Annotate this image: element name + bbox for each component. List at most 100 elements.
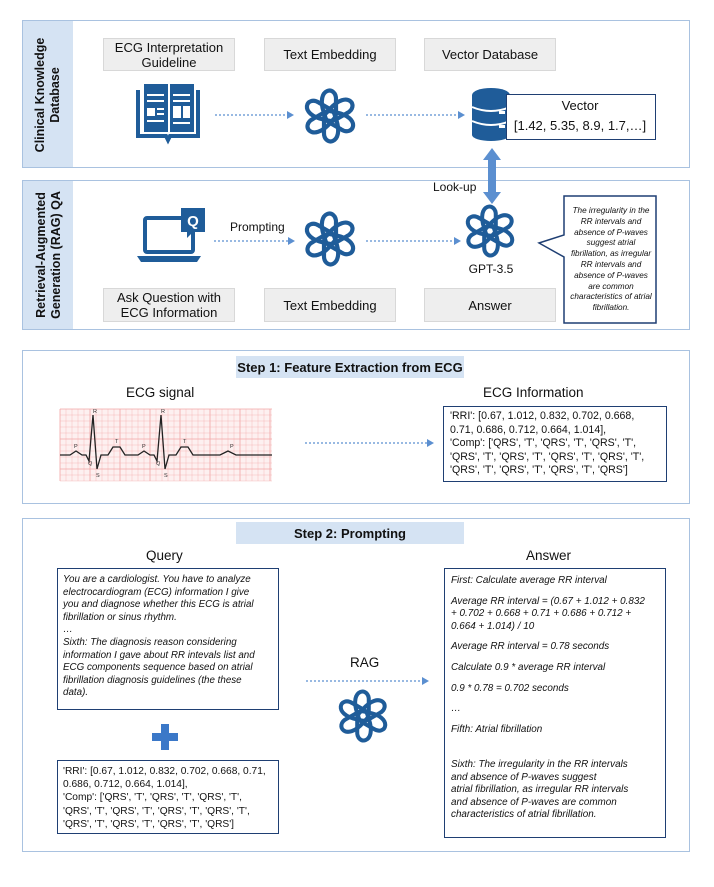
answer-line: 0.9 * 0.78 = 0.702 seconds: [451, 682, 569, 694]
ask-question-box: Ask Question with ECG Information: [103, 288, 235, 322]
lookup-double-arrow: [483, 148, 501, 204]
answer-final-line: atrial fibrillation, as irregular RR int…: [451, 784, 629, 796]
ecg-information-box: 'RRI': [0.67, 1.012, 0.832, 0.702, 0.668…: [443, 406, 667, 482]
ecg-information-line: 'QRS', 'T', 'QRS', 'T', 'QRS', 'T', 'QRS…: [450, 464, 628, 477]
openai-knot-segment: [338, 699, 371, 722]
openai-knot-segment: [465, 214, 498, 237]
answer-line: Average RR interval = 0.78 seconds: [451, 641, 610, 653]
answer-paragraph: First: Calculate average RR interval: [451, 575, 645, 588]
step2-answer-label: Answer: [526, 548, 572, 563]
query-data-line: 'QRS', 'T', 'QRS', 'T', 'QRS', 'T', 'QRS…: [63, 818, 234, 830]
ask-question-label: Ask Question with ECG Information: [116, 290, 222, 320]
ecg-wave-letter: Q: [88, 461, 93, 467]
guideline-label: ECG Interpretation Guideline: [114, 39, 224, 70]
query-prompt-line: you and diagnose whether this ECG is atr…: [63, 599, 254, 611]
step2-title: Step 2: Prompting: [236, 522, 464, 544]
ecg-information-line: 'RRI': [0.67, 1.012, 0.832, 0.702, 0.668…: [450, 410, 635, 422]
database-icon: [471, 88, 511, 141]
answer-paragraph: …: [451, 703, 645, 716]
query-prompt-line: fibrillation or sinus rhythm.: [63, 611, 177, 623]
ecg-information-line: 0.71, 0.686, 0.712, 0.664, 1.014],: [450, 423, 607, 436]
answer-box-label: Answer: [468, 297, 512, 313]
query-data-box: 'RRI': [0.67, 1.012, 0.832, 0.702, 0.668…: [57, 760, 279, 834]
answer-paragraph: Fifth: Atrial fibrillation: [451, 724, 645, 737]
ecg-wave-letter: T: [183, 439, 187, 445]
arrow-query-to-answer: [306, 677, 429, 685]
answer-paragraph: Average RR interval = 0.78 seconds: [451, 641, 645, 654]
query-data-text: 'RRI': [0.67, 1.012, 0.832, 0.702, 0.668…: [63, 765, 266, 831]
answer-bubble-text: The irregularity in the RR intervals and…: [570, 206, 652, 313]
step2-answer-final: Sixth: The irregularity in the RR interv…: [451, 759, 628, 822]
ecg-information-text: 'RRI': [0.67, 1.012, 0.832, 0.702, 0.668…: [450, 410, 644, 478]
laptop-question-icon: Q: [137, 208, 205, 262]
answer-paragraph: 0.9 * 0.78 = 0.702 seconds: [451, 683, 645, 696]
query-prompt-line: data).: [63, 687, 89, 699]
vector-values: [1.42, 5.35, 8.9, 1.7,…]: [513, 118, 647, 133]
query-prompt-text: You are a cardiologist. You have to anal…: [63, 574, 255, 700]
ecg-signal-label: ECG signal: [126, 385, 195, 400]
vector-box: Vector [1.42, 5.35, 8.9, 1.7,…]: [506, 94, 656, 140]
answer-box: Answer: [424, 288, 556, 322]
ecg-wave-letter: P: [142, 444, 146, 450]
answer-line: First: Calculate average RR interval: [451, 575, 607, 586]
text-embedding-qa-label: Text Embedding: [283, 297, 377, 313]
answer-line: + 0.702 + 0.668 + 0.71 + 0.686 + 0.712 +: [451, 608, 632, 620]
answer-line: Fifth: Atrial fibrillation: [451, 723, 543, 735]
answer-final-line: and absence of P-waves suggest: [451, 771, 597, 783]
answer-final-line: and absence of P-waves are common: [451, 796, 617, 808]
query-prompt-line: Sixth: The diagnosis reason considering: [63, 636, 237, 648]
text-embedding-box-top: Text Embedding: [264, 38, 396, 71]
answer-bubble-shape: [537, 195, 657, 324]
query-prompt-line: fibrillation diagnosis guidelines (the t…: [63, 674, 242, 686]
vector-database-box: Vector Database: [424, 38, 556, 71]
vector-title: Vector: [561, 98, 599, 113]
openai-icon-embedding-top: [304, 88, 356, 144]
query-prompt-line: ECG components sequence based on atrial: [63, 662, 253, 674]
openai-icon-embedding-qa: [304, 211, 356, 267]
openai-knot-segment: [304, 221, 338, 245]
ecg-information-line: 'QRS', 'T', 'QRS', 'T', 'QRS', 'T', 'QRS…: [450, 450, 645, 463]
arrow-guideline-to-embedding: [215, 111, 294, 119]
answer-line: …: [451, 703, 461, 715]
answer-paragraph: Calculate 0.9 * average RR interval: [451, 662, 645, 675]
ecg-wave-letter: T: [115, 439, 119, 445]
query-data-line: 'QRS', 'T', 'QRS', 'T', 'QRS', 'T', 'QRS…: [63, 805, 250, 817]
prompting-label: Prompting: [230, 220, 285, 234]
query-data-line: 'RRI': [0.67, 1.012, 0.832, 0.702, 0.668…: [63, 766, 266, 777]
ecg-information-line: 'Comp': ['QRS', 'T', 'QRS', 'T', 'QRS', …: [450, 437, 637, 450]
ecg-wave-letter: R: [93, 409, 97, 415]
guideline-book-icon: [136, 84, 200, 145]
svg-text:Q: Q: [187, 213, 199, 230]
arrow-embedding-to-database: [366, 111, 465, 119]
ecg-information-label: ECG Information: [483, 385, 584, 400]
arrow-signal-to-info: [305, 439, 434, 447]
text-embedding-box-qa: Text Embedding: [264, 288, 396, 322]
clinical-knowledge-sidebar: [23, 21, 73, 167]
plus-icon: [152, 724, 178, 750]
arrow-embedding-to-gpt: [366, 237, 461, 245]
answer-line: 0.664 + 1.014) / 10: [451, 620, 535, 632]
answer-line: Calculate 0.9 * average RR interval: [451, 661, 606, 673]
query-prompt-line: electrocardiogram (ECG) information I gi…: [63, 586, 250, 598]
ecg-wave-letter: S: [164, 473, 168, 479]
rag-qa-sidebar: [23, 181, 73, 329]
query-prompt-line: …: [63, 624, 73, 636]
ecg-wave-letter: Q: [156, 461, 161, 467]
query-data-line: 'Comp': ['QRS', 'T', 'QRS', 'T', 'QRS', …: [63, 792, 242, 804]
rag-label: RAG: [350, 655, 380, 670]
answer-final-line: characteristics of atrial fibrillation.: [451, 809, 597, 821]
ecg-wave-letter: S: [96, 473, 100, 479]
arrow-laptop-to-embedding: [214, 237, 295, 245]
ecg-wave-letter: P: [230, 444, 234, 450]
vector-database-label: Vector Database: [441, 47, 539, 62]
answer-final-line: Sixth: The irregularity in the RR interv…: [451, 759, 628, 770]
guideline-box: ECG Interpretation Guideline: [103, 38, 235, 71]
query-prompt-box: You are a cardiologist. You have to anal…: [57, 568, 279, 710]
lookup-label: Look-up: [433, 180, 477, 194]
query-prompt-line: You are a cardiologist. You have to anal…: [63, 574, 251, 585]
answer-paragraph: Average RR interval = (0.67 + 1.012 + 0.…: [451, 596, 645, 634]
